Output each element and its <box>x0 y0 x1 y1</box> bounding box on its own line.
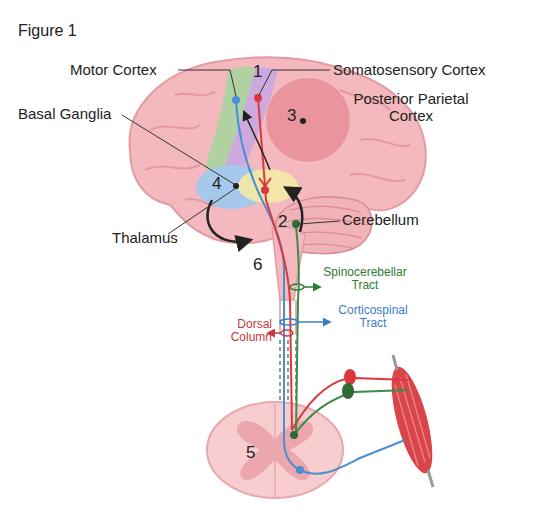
tract-marker <box>281 330 293 336</box>
neuron-dot <box>254 94 262 102</box>
spinal-column-gap <box>280 340 296 400</box>
tract-pointer <box>298 321 330 323</box>
ganglion <box>344 369 356 385</box>
callout-number: 1 <box>253 62 269 81</box>
ganglion <box>342 383 354 399</box>
region-dot <box>300 118 306 124</box>
callout-number: 4 <box>212 174 228 193</box>
spinal-cord-section <box>207 402 343 498</box>
tract-marker <box>280 319 298 325</box>
leader-line <box>299 221 340 224</box>
region-label: Somatosensory Cortex <box>333 62 518 79</box>
callout-number: 6 <box>253 255 269 274</box>
neuron-dot <box>261 186 269 194</box>
tract-label: Spinocerebellar Tract <box>318 266 412 293</box>
neuron-dot <box>292 220 300 228</box>
spinocerebellar-pathway <box>294 226 408 435</box>
neuron-dot <box>232 96 240 104</box>
region-label: Basal Ganglia <box>18 106 128 123</box>
parietal-region <box>266 78 350 162</box>
region-label: Posterior Parietal Cortex <box>345 91 477 125</box>
median-fissure <box>274 404 276 497</box>
region-label: Motor Cortex <box>70 62 180 79</box>
synapse-fork <box>259 178 271 186</box>
corticospinal-pathway <box>236 100 405 474</box>
thalamus-region <box>238 169 298 203</box>
tract-marker <box>290 284 304 290</box>
neuron-dot <box>296 466 304 474</box>
figure-title: Figure 1 <box>18 22 77 40</box>
callout-number: 2 <box>278 212 294 231</box>
loop-arrow <box>286 188 302 232</box>
muscle-fibres <box>395 374 430 466</box>
loop-arrow <box>244 112 270 170</box>
leader-line <box>168 188 236 234</box>
leader-line <box>122 115 234 184</box>
callout-number: 3 <box>287 106 303 125</box>
dorsal-column-pathway <box>258 98 408 430</box>
leader-line <box>178 70 236 96</box>
region-label: Cerebellum <box>342 212 442 229</box>
tendon <box>393 355 433 487</box>
loop-arrow <box>207 200 250 242</box>
callout-number: 5 <box>246 443 262 462</box>
tract-pointer <box>304 286 320 288</box>
tract-label: Corticospinal Tract <box>330 304 416 331</box>
leader-line <box>259 70 330 95</box>
neuron-dot <box>290 431 298 439</box>
tract-label: Dorsal Column <box>214 318 272 345</box>
spinal-column <box>280 300 296 335</box>
region-label: Thalamus <box>112 230 202 247</box>
